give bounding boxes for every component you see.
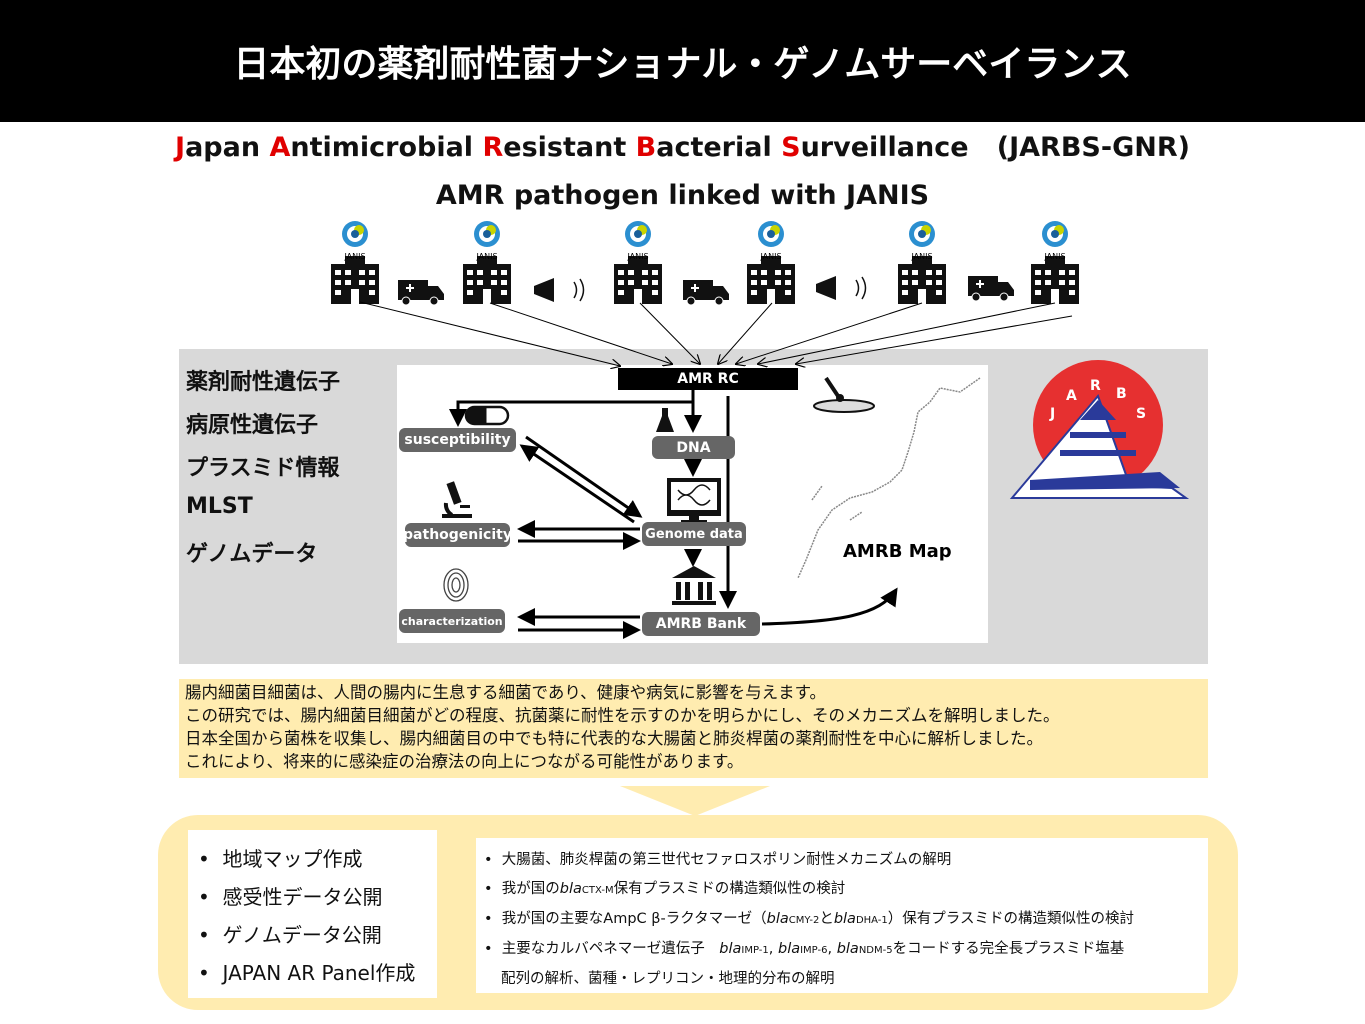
svg-text:R: R bbox=[1090, 378, 1101, 394]
svg-text:B: B bbox=[1116, 386, 1127, 402]
t: bla bbox=[777, 941, 801, 957]
panel-label: MLST bbox=[186, 494, 253, 519]
program-title: Japan Antimicrobial Resistant Bacterial … bbox=[0, 132, 1365, 163]
workflow-arrows bbox=[449, 390, 898, 639]
word: apan bbox=[185, 132, 270, 163]
bank-icon bbox=[672, 566, 716, 605]
initial: S bbox=[781, 132, 801, 163]
svg-text:S: S bbox=[1136, 406, 1146, 422]
initial: J bbox=[175, 132, 186, 163]
t: IMP-1 bbox=[741, 945, 769, 956]
summary-line: これにより、将来的に感染症の治療法の向上につながる可能性があります。 bbox=[185, 752, 744, 771]
output-text: ゲノムデータ公開 bbox=[222, 923, 382, 947]
janis-label: JANIS bbox=[344, 252, 366, 261]
t: bla bbox=[766, 911, 789, 927]
dna-node: DNA bbox=[652, 436, 735, 459]
word: ntimicrobial bbox=[290, 132, 483, 163]
down-arrow-icon bbox=[620, 786, 770, 816]
genome-data-node: Genome data bbox=[642, 522, 746, 546]
word: urveillance bbox=[800, 132, 969, 163]
pathogenicity-node: pathogenicity bbox=[403, 523, 512, 547]
amrb-bank-node: AMRB Bank bbox=[642, 612, 760, 636]
svg-text:J: J bbox=[1049, 406, 1055, 422]
t: bla bbox=[836, 941, 859, 957]
characterization-node: characterization bbox=[399, 609, 505, 633]
t: 我が国の bbox=[501, 881, 560, 897]
t: と bbox=[819, 911, 834, 927]
summary-line: この研究では、腸内細菌目細菌がどの程度、抗菌薬に耐性を示すのかを明らかにし、その… bbox=[185, 706, 1060, 725]
program-subtitle: AMR pathogen linked with JANIS bbox=[435, 180, 930, 211]
research-list: • 大腸菌、肺炎桿菌の第三世代セファロスポリン耐性メカニズムの解明 • 我が国の… bbox=[476, 838, 1208, 993]
amr-rc-node: AMR RC bbox=[618, 368, 798, 390]
t: bla bbox=[559, 881, 582, 897]
summary-line: 腸内細菌目細菌は、人間の腸内に生息する細菌であり、健康や病気に影響を与えます。 bbox=[185, 683, 827, 702]
output-item: • ゲノムデータ公開 bbox=[198, 923, 382, 947]
submission-arrows bbox=[359, 301, 1073, 366]
t: 我が国の主要なAmpC β-ラクタマーゼ（ bbox=[501, 911, 767, 927]
janis-label: JANIS bbox=[911, 252, 933, 261]
research-text: 大腸菌、肺炎桿菌の第三世代セファロスポリン耐性メカニズムの解明 bbox=[501, 852, 952, 868]
microscope-icon bbox=[442, 481, 472, 518]
word: acterial bbox=[656, 132, 782, 163]
pill-icon bbox=[464, 405, 510, 426]
initial: R bbox=[482, 132, 504, 163]
fingerprint-icon bbox=[443, 568, 469, 602]
research-item: • 我が国の主要なAmpC β-ラクタマーゼ（blaCMY-2とblaDHA-1… bbox=[484, 911, 1134, 927]
panel-label: プラスミド情報 bbox=[186, 456, 340, 481]
page-title: 日本初の薬剤耐性菌ナショナル・ゲノムサーベイランス bbox=[0, 0, 1365, 122]
output-item: • 感受性データ公開 bbox=[198, 885, 383, 909]
acronym: (JARBS-GNR) bbox=[996, 132, 1190, 163]
outputs-list: • 地域マップ作成 • 感受性データ公開 • ゲノムデータ公開 • JAPAN … bbox=[188, 830, 437, 998]
word: esistant bbox=[503, 132, 636, 163]
summary-box: 腸内細菌目細菌は、人間の腸内に生息する細菌であり、健康や病気に影響を与えます。 … bbox=[179, 679, 1208, 778]
t: 主要なカルバペネマーゼ遺伝子 bbox=[501, 941, 720, 957]
svg-text:A: A bbox=[1066, 388, 1077, 404]
output-text: JAPAN AR Panel作成 bbox=[222, 961, 416, 985]
panel-label: 薬剤耐性遺伝子 bbox=[186, 370, 341, 395]
research-item: • 大腸菌、肺炎桿菌の第三世代セファロスポリン耐性メカニズムの解明 bbox=[484, 852, 952, 868]
output-item: • 地域マップ作成 bbox=[198, 847, 363, 871]
t: をコードする完全長プラスミド塩基 bbox=[892, 941, 1125, 957]
research-item: • 主要なカルバペネマーゼ遺伝子 blaIMP-1, blaIMP-6, bla… bbox=[484, 941, 1125, 957]
t: NDM-5 bbox=[858, 945, 893, 956]
jarbs-logo: J A R B S bbox=[1009, 360, 1190, 499]
janis-label: JANIS bbox=[760, 252, 782, 261]
monitor-icon bbox=[667, 478, 721, 523]
t: , bbox=[827, 941, 837, 957]
flask-icon bbox=[656, 408, 674, 432]
japan-map bbox=[797, 377, 981, 579]
t: bla bbox=[833, 911, 856, 927]
initial: A bbox=[269, 132, 291, 163]
t: CTX-M bbox=[581, 885, 614, 896]
susceptibility-node: susceptibility bbox=[399, 428, 516, 452]
output-text: 地域マップ作成 bbox=[222, 847, 363, 871]
janis-label: JANIS bbox=[627, 252, 649, 261]
t: ）保有プラスミドの構造類似性の検討 bbox=[887, 911, 1134, 927]
research-item-continued: 配列の解析、菌種・レプリコン・地理的分布の解明 bbox=[501, 971, 835, 987]
output-item: • JAPAN AR Panel作成 bbox=[198, 961, 416, 985]
amrb-map-label: AMRB Map bbox=[843, 541, 952, 562]
t: CMY-2 bbox=[788, 915, 820, 926]
output-text: 感受性データ公開 bbox=[222, 885, 383, 909]
initial: B bbox=[635, 132, 657, 163]
janis-label: JANIS bbox=[476, 252, 498, 261]
t: IMP-6 bbox=[800, 945, 828, 956]
t: DHA-1 bbox=[855, 915, 888, 926]
t: , bbox=[768, 941, 778, 957]
t: 保有プラスミドの構造類似性の検討 bbox=[613, 881, 846, 897]
summary-line: 日本全国から菌株を収集し、腸内細菌目の中でも特に代表的な大腸菌と肺炎桿菌の薬剤耐… bbox=[185, 729, 1043, 748]
janis-label: JANIS bbox=[1044, 252, 1066, 261]
petri-dish-icon bbox=[813, 376, 875, 413]
research-item: • 我が国のblaCTX-M保有プラスミドの構造類似性の検討 bbox=[484, 881, 846, 897]
panel-label: 病原性遺伝子 bbox=[186, 413, 319, 438]
t: bla bbox=[719, 941, 742, 957]
panel-label: ゲノムデータ bbox=[186, 542, 318, 567]
